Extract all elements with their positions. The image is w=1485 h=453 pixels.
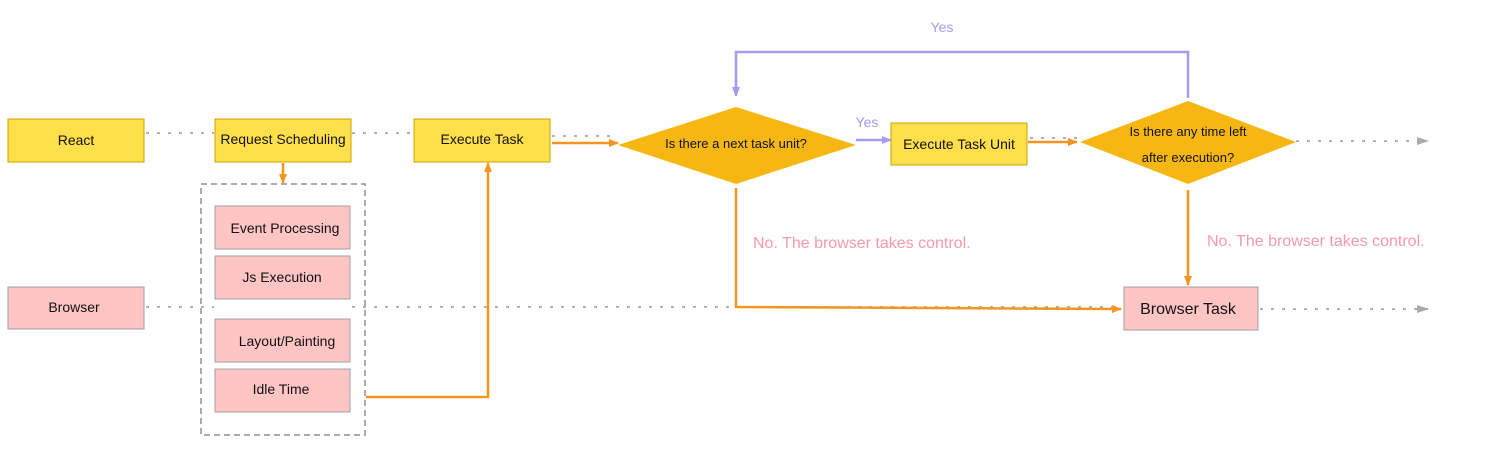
execute-task-node: Execute Task <box>413 118 551 163</box>
yes-loop-label: Yes <box>931 19 954 35</box>
layout-painting-node: Layout/Painting <box>214 318 351 363</box>
idle-time-label: Idle Time <box>253 381 310 397</box>
yes-unit-label: Yes <box>856 114 879 130</box>
browser-label: Browser <box>48 299 100 315</box>
js-execution-label: Js Execution <box>242 269 321 285</box>
time-left-line1: Is there any time left <box>1129 124 1246 139</box>
no-right-label: No. The browser takes control. <box>1207 233 1425 250</box>
no-left-label: No. The browser takes control. <box>753 235 971 252</box>
purple-flow-arrows <box>732 50 1190 144</box>
event-processing-node: Event Processing <box>214 205 351 250</box>
execute-task-unit-node: Execute Task Unit <box>890 122 1028 166</box>
idle-time-node: Idle Time <box>214 368 351 413</box>
next-task-decision-label: Is there a next task unit? <box>665 136 807 151</box>
browser-subtask-group <box>200 183 366 436</box>
request-scheduling-node: Request Scheduling <box>214 118 352 163</box>
orange-flow-arrows <box>279 138 1192 399</box>
js-execution-node: Js Execution <box>214 255 351 300</box>
execute-task-label: Execute Task <box>440 131 524 147</box>
arrow-decision1-no <box>734 188 1122 313</box>
browser-task-node: Browser Task <box>1123 286 1259 331</box>
event-processing-label: Event Processing <box>231 220 340 236</box>
arrow-yes-loop <box>732 50 1190 98</box>
react-node: React <box>7 118 145 163</box>
browser-task-label: Browser Task <box>1140 301 1237 318</box>
execute-task-unit-label: Execute Task Unit <box>903 136 1015 152</box>
browser-node: Browser <box>7 286 145 330</box>
next-task-decision: Is there a next task unit? <box>618 107 856 184</box>
time-left-decision: Is there any time left after execution? <box>1080 101 1296 184</box>
react-label: React <box>58 132 95 148</box>
request-scheduling-label: Request Scheduling <box>220 131 345 147</box>
arrow-idle-to-execute <box>366 162 492 399</box>
layout-painting-label: Layout/Painting <box>239 333 336 349</box>
time-left-line2: after execution? <box>1142 150 1235 165</box>
